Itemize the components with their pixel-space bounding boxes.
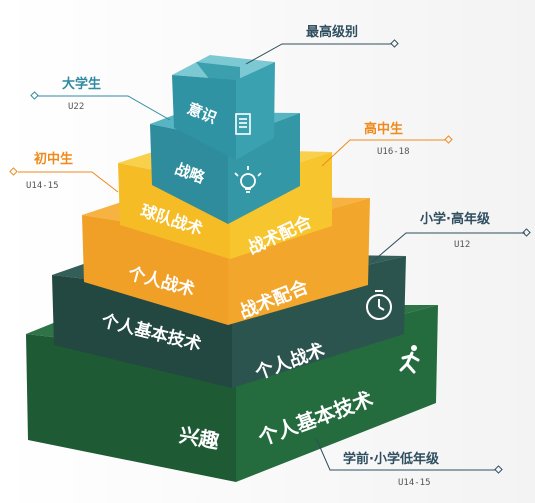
callout-primary-high-title: 小学·高年级 xyxy=(420,211,491,227)
callout-top-title: 最高级别 xyxy=(306,24,358,40)
level-6-left-face xyxy=(172,75,236,160)
callout-university: 大学生 U22 xyxy=(30,76,171,121)
callout-primary-high: 小学·高年级 U12 xyxy=(371,211,531,263)
callout-primary-high-sub: U12 xyxy=(454,240,470,250)
document-icon xyxy=(235,113,251,135)
stopwatch-icon xyxy=(366,290,392,320)
callout-university-title: 大学生 xyxy=(62,76,101,92)
lightbulb-icon xyxy=(234,166,262,193)
callout-senior-high-title: 高中生 xyxy=(364,121,403,137)
callout-top: 最高级别 xyxy=(245,24,399,65)
callout-university-sub: U22 xyxy=(68,102,84,112)
callout-preschool-title: 学前·小学低年级 xyxy=(343,451,440,467)
runner-icon xyxy=(399,345,420,374)
callout-preschool: 学前·小学低年级 U14-15 xyxy=(315,437,503,488)
callout-junior-high: 初中生 U14-15 xyxy=(9,151,119,193)
level-6-block: 意识 xyxy=(172,55,275,160)
level-6-right-face xyxy=(236,62,275,160)
callout-junior-high-title: 初中生 xyxy=(34,151,73,167)
callout-junior-high-sub: U14-15 xyxy=(26,181,59,191)
level-5-left-face xyxy=(150,124,228,224)
callout-senior-high: 高中生 U16-18 xyxy=(321,121,453,167)
callout-preschool-sub: U14-15 xyxy=(398,478,431,488)
callout-senior-high-sub: U16-18 xyxy=(377,147,410,157)
